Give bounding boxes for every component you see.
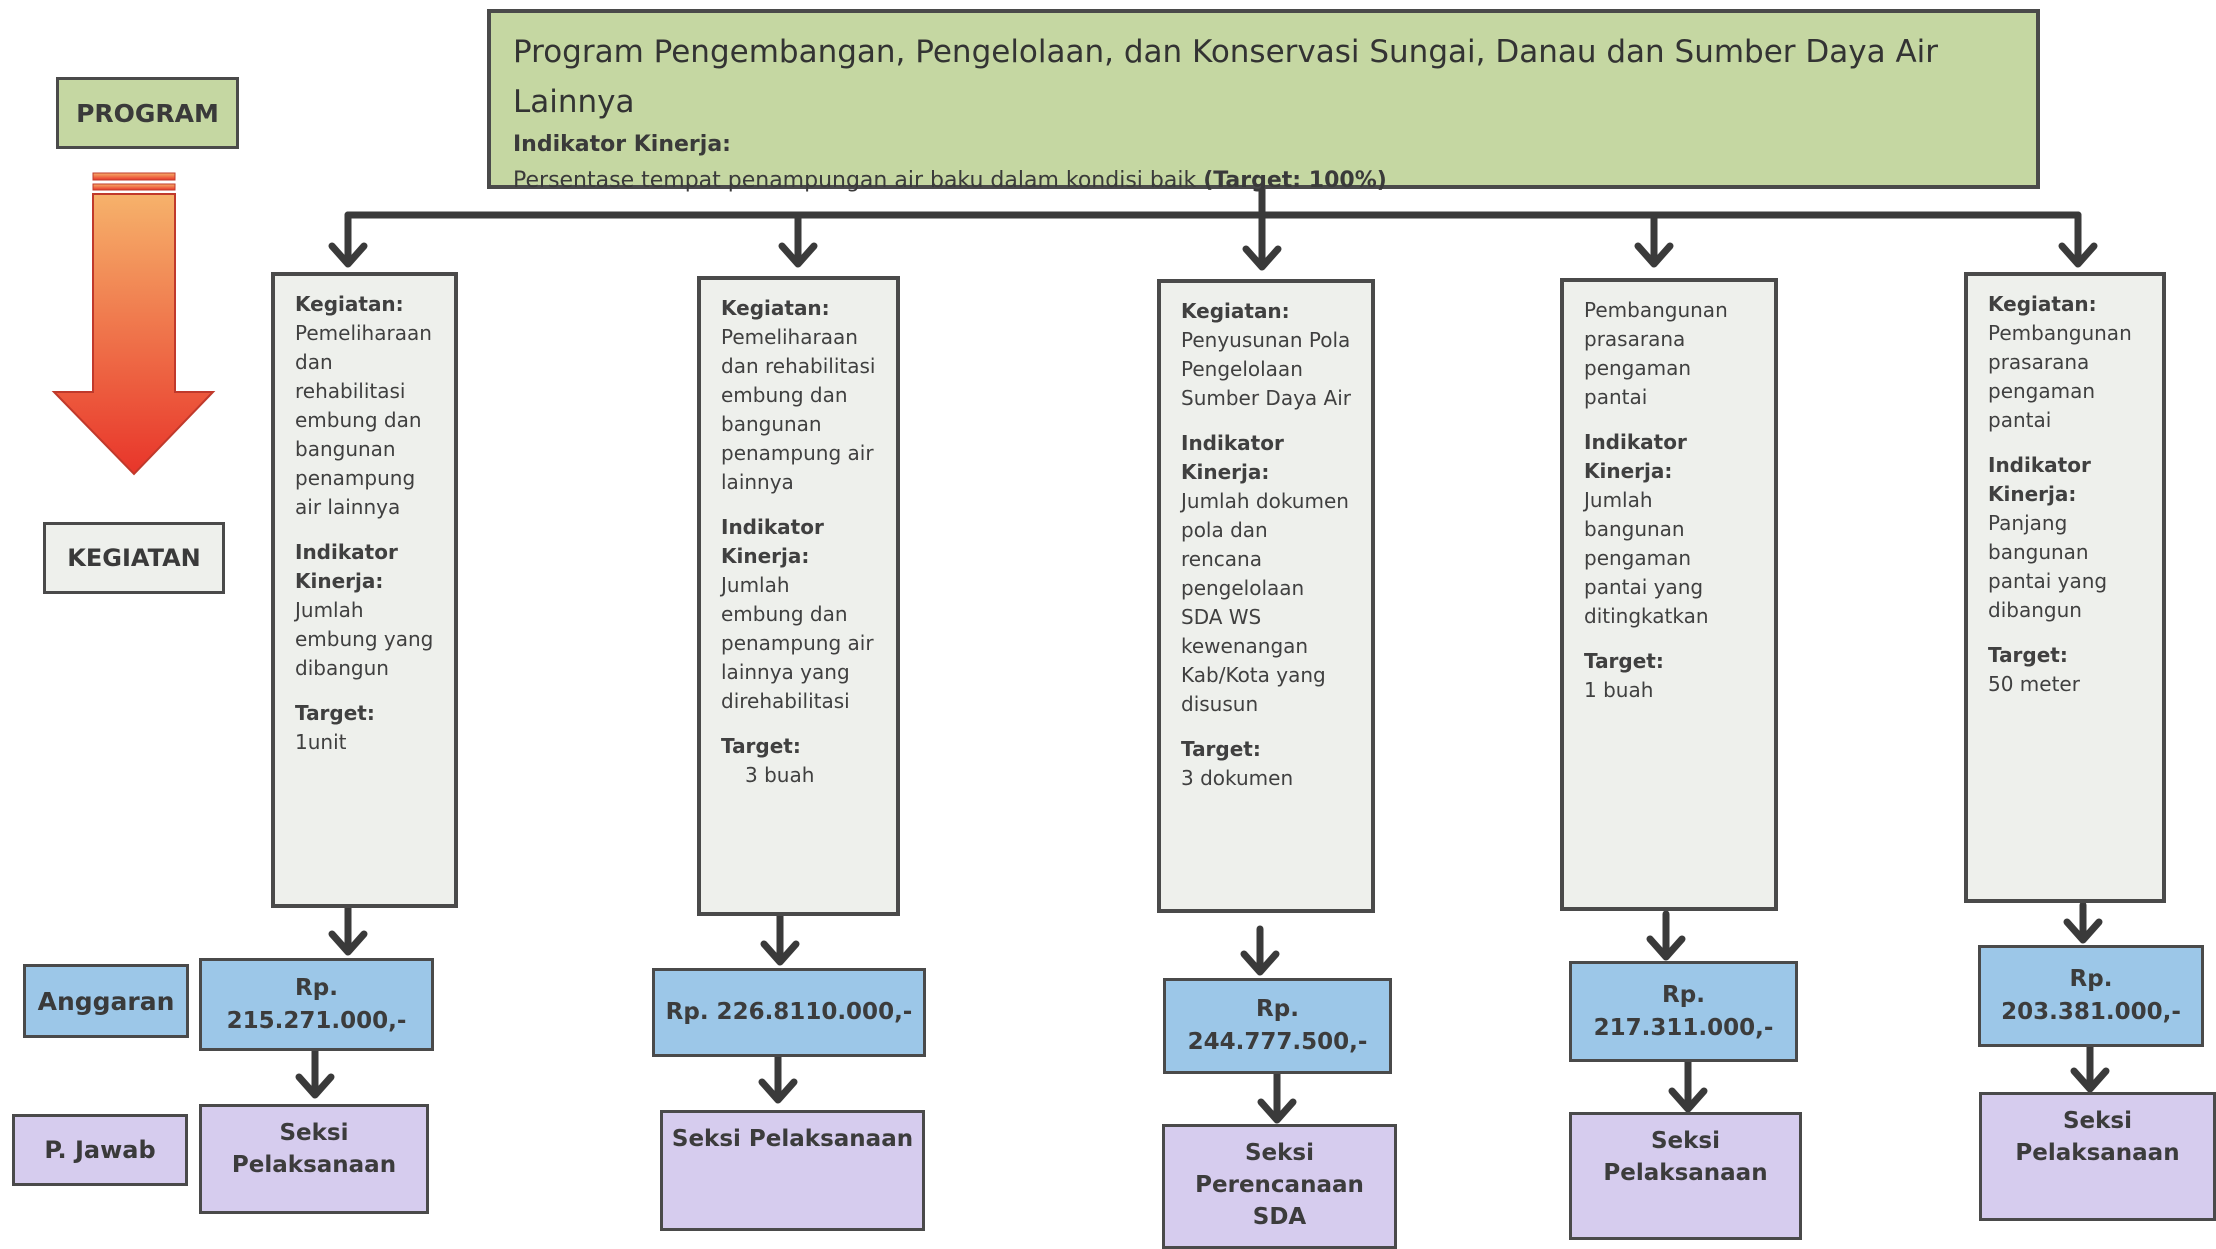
target-value: 3 dokumen bbox=[1181, 766, 1294, 790]
target-label: Target: bbox=[295, 701, 375, 725]
target-label: Target: bbox=[1584, 649, 1664, 673]
legend-program: PROGRAM bbox=[56, 77, 239, 149]
indicator-text: Jumlah embung yang dibangun bbox=[295, 598, 434, 680]
target-value: 1 buah bbox=[1584, 678, 1654, 702]
program-title: Program Pengembangan, Pengelolaan, dan K… bbox=[513, 34, 1939, 120]
branch-arrow-5 bbox=[2058, 211, 2098, 268]
responsible-box-2: Seksi Pelaksanaan bbox=[660, 1110, 925, 1231]
budget-box-3: Rp. 244.777.500,- bbox=[1163, 978, 1392, 1074]
kegiatan-text: Pembangunan prasarana pengaman pantai bbox=[1988, 321, 2132, 432]
budget-box-5: Rp. 203.381.000,- bbox=[1978, 945, 2204, 1047]
branch-arrow-2 bbox=[778, 211, 818, 268]
program-indicator-label: Indikator Kinerja: bbox=[513, 132, 731, 157]
branch-arrow-4 bbox=[1634, 211, 1674, 268]
program-indicator-text: Persentase tempat penampungan air baku d… bbox=[513, 168, 1197, 193]
indicator-label: Indikator Kinerja: bbox=[1584, 430, 1687, 483]
legend-anggaran: Anggaran bbox=[23, 964, 189, 1038]
kegiatan-label: Kegiatan: bbox=[295, 292, 404, 316]
program-to-kegiatan-arrow-icon bbox=[51, 172, 216, 476]
budget-box-1: Rp. 215.271.000,- bbox=[199, 958, 434, 1051]
activity-box-4: Pembangunan prasarana pengaman pantai In… bbox=[1560, 278, 1778, 911]
program-box: Program Pengembangan, Pengelolaan, dan K… bbox=[487, 9, 2040, 193]
target-value: 50 meter bbox=[1988, 672, 2080, 696]
responsible-box-4: Seksi Pelaksanaan bbox=[1569, 1112, 1802, 1240]
responsible-box-5: Seksi Pelaksanaan bbox=[1979, 1092, 2216, 1221]
budget-box-2: Rp. 226.8110.000,- bbox=[652, 968, 926, 1057]
program-indicator: Persentase tempat penampungan air baku d… bbox=[513, 163, 2014, 199]
branch-arrow-1 bbox=[328, 211, 368, 268]
activity-box-5: Kegiatan: Pembangunan prasarana pengaman… bbox=[1964, 272, 2166, 903]
activity-box-2: Kegiatan: Pemeliharaan dan rehabilitasi … bbox=[697, 276, 900, 916]
kegiatan-label: Kegiatan: bbox=[1181, 299, 1290, 323]
target-value: 3 buah bbox=[745, 763, 815, 787]
kegiatan-text: Pembangunan prasarana pengaman pantai bbox=[1584, 298, 1728, 409]
target-label: Target: bbox=[721, 734, 801, 758]
kegiatan-text: Pemeliharaan dan rehabilitasi embung dan… bbox=[295, 321, 432, 519]
indicator-text: Panjang bangunan pantai yang dibangun bbox=[1988, 511, 2108, 622]
kegiatan-label: Kegiatan: bbox=[1988, 292, 2097, 316]
branch-arrow-3 bbox=[1242, 211, 1282, 271]
indicator-label: Indikator Kinerja: bbox=[1988, 453, 2091, 506]
indicator-label: Indikator Kinerja: bbox=[721, 515, 824, 568]
target-label: Target: bbox=[1988, 643, 2068, 667]
indicator-text: Jumlah dokumen pola dan rencana pengelol… bbox=[1181, 489, 1349, 716]
indicator-label: Indikator Kinerja: bbox=[295, 540, 398, 593]
legend-kegiatan: KEGIATAN bbox=[43, 522, 225, 594]
target-label: Target: bbox=[1181, 737, 1261, 761]
activity-box-1: Kegiatan: Pemeliharaan dan rehabilitasi … bbox=[271, 272, 458, 908]
kegiatan-text: Pemeliharaan dan rehabilitasi embung dan… bbox=[721, 325, 876, 494]
responsible-box-1: Seksi Pelaksanaan bbox=[199, 1104, 429, 1214]
kegiatan-label: Kegiatan: bbox=[721, 296, 830, 320]
program-target: (Target: 100%) bbox=[1203, 168, 1387, 193]
budget-box-4: Rp. 217.311.000,- bbox=[1569, 961, 1798, 1062]
kegiatan-text: Penyusunan Pola Pengelolaan Sumber Daya … bbox=[1181, 328, 1351, 410]
indicator-label: Indikator Kinerja: bbox=[1181, 431, 1284, 484]
indicator-text: Jumlah bangunan pengaman pantai yang dit… bbox=[1584, 488, 1709, 628]
indicator-text: Jumlah embung dan penampung air lainnya … bbox=[721, 573, 874, 713]
target-value: 1unit bbox=[295, 730, 347, 754]
activity-box-3: Kegiatan: Penyusunan Pola Pengelolaan Su… bbox=[1157, 279, 1375, 913]
responsible-box-3: Seksi Perencanaan SDA bbox=[1162, 1124, 1397, 1249]
legend-p-jawab: P. Jawab bbox=[12, 1114, 188, 1186]
